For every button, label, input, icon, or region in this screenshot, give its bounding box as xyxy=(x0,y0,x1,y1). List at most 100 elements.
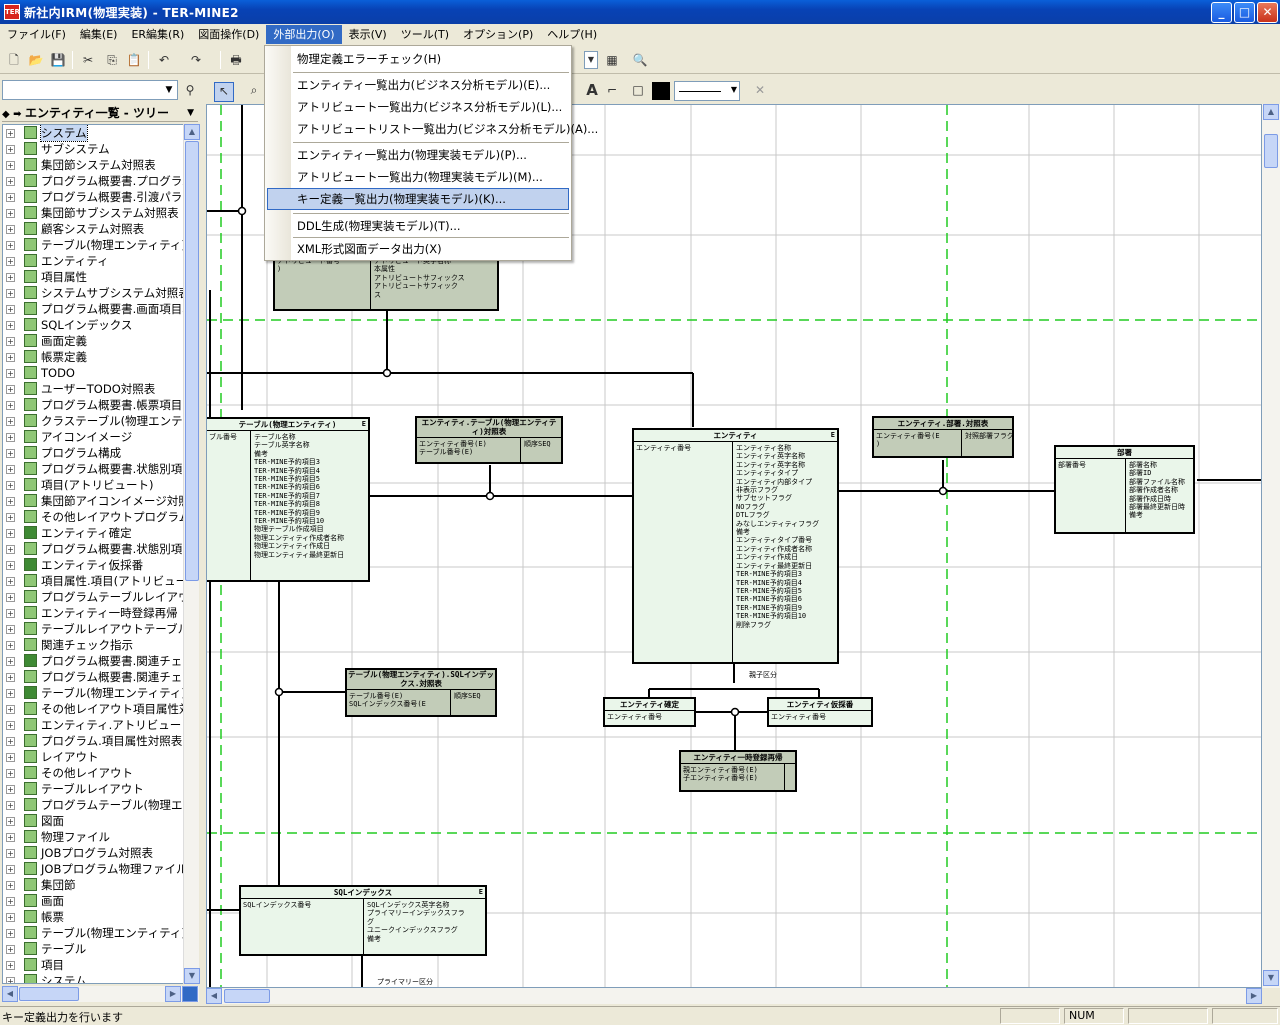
scroll-down-icon[interactable]: ▼ xyxy=(1263,970,1279,986)
tree-item[interactable]: +アイコンイメージ xyxy=(3,429,183,445)
tree-item[interactable]: +エンティティ.アトリビュート対照表 xyxy=(3,717,183,733)
expand-icon[interactable]: + xyxy=(6,961,15,970)
scroll-thumb[interactable] xyxy=(1264,134,1278,168)
tree-item[interactable]: +エンティティ確定 xyxy=(3,525,183,541)
scroll-thumb[interactable] xyxy=(224,989,270,1003)
chevron-down-icon[interactable]: ▼ xyxy=(730,85,737,94)
expand-icon[interactable]: + xyxy=(6,257,15,266)
expand-icon[interactable]: + xyxy=(6,897,15,906)
expand-icon[interactable]: + xyxy=(6,449,15,458)
tree-item[interactable]: +集団節 xyxy=(3,877,183,893)
scroll-up-icon[interactable]: ▲ xyxy=(1263,104,1279,120)
tree-item[interactable]: +その他レイアウトプログラム対照 xyxy=(3,509,183,525)
scroll-down-icon[interactable]: ▼ xyxy=(184,968,200,984)
zoom-icon[interactable]: ⌕ xyxy=(250,83,258,97)
close-button[interactable]: ✕ xyxy=(1257,2,1278,23)
menu-item-attribute-list-business[interactable]: アトリビュート一覧出力(ビジネス分析モデル)(L)... xyxy=(297,100,563,114)
tree-item[interactable]: +プログラム概要書.関連チェック対 xyxy=(3,653,183,669)
expand-icon[interactable]: + xyxy=(6,801,15,810)
tree-item[interactable]: +顧客システム対照表 xyxy=(3,221,183,237)
scroll-right-icon[interactable]: ▶ xyxy=(1246,988,1262,1004)
expand-icon[interactable]: + xyxy=(6,545,15,554)
menu-edit[interactable]: 編集(E) xyxy=(79,28,118,41)
expand-icon[interactable]: + xyxy=(6,177,15,186)
menu-item-attribute-list-physical[interactable]: アトリビュート一覧出力(物理実装モデル)(M)... xyxy=(297,170,543,184)
expand-icon[interactable]: + xyxy=(6,145,15,154)
new-file-icon[interactable]: 🗋 xyxy=(9,53,19,67)
expand-icon[interactable]: + xyxy=(6,625,15,634)
tree-item[interactable]: +テーブル xyxy=(3,941,183,957)
menu-help[interactable]: ヘルプ(H) xyxy=(547,28,598,41)
tree-item[interactable]: +テーブル(物理エンティティ)SQL xyxy=(3,925,183,941)
tree-item[interactable]: +物理ファイル xyxy=(3,829,183,845)
tree-item[interactable]: +プログラムテーブルレイアウト対 xyxy=(3,589,183,605)
tree-item[interactable]: +プログラムテーブル(物理エンテ xyxy=(3,797,183,813)
expand-icon[interactable]: + xyxy=(6,865,15,874)
expand-icon[interactable]: + xyxy=(6,769,15,778)
menu-export[interactable]: 外部出力(O) xyxy=(266,25,342,44)
menu-item-key-definition-physical[interactable]: キー定義一覧出力(物理実装モデル)(K)... xyxy=(267,188,569,210)
expand-icon[interactable]: + xyxy=(6,577,15,586)
entity-confirm[interactable]: エンティティ確定 エンティティ番号 xyxy=(603,697,696,727)
menu-file[interactable]: ファイル(F) xyxy=(7,28,66,41)
expand-icon[interactable]: + xyxy=(6,321,15,330)
connector-icon[interactable]: ⌐ xyxy=(606,83,618,97)
save-icon[interactable]: 💾 xyxy=(50,53,66,67)
tree-item[interactable]: +テーブルレイアウトテーブル(物 xyxy=(3,621,183,637)
expand-icon[interactable]: + xyxy=(6,689,15,698)
expand-icon[interactable]: + xyxy=(6,433,15,442)
scroll-right-icon[interactable]: ▶ xyxy=(165,986,181,1002)
tree-item[interactable]: +プログラム概要書.引渡パラメー xyxy=(3,189,183,205)
tree-item[interactable]: +TODO xyxy=(3,365,183,381)
expand-icon[interactable]: + xyxy=(6,737,15,746)
tree-item[interactable]: +項目 xyxy=(3,957,183,973)
tree-item[interactable]: +JOBプログラム物理ファイル対 xyxy=(3,861,183,877)
menu-item-physical-check[interactable]: 物理定義エラーチェック(H) xyxy=(297,52,442,66)
menu-view[interactable]: 表示(V) xyxy=(348,28,387,41)
color-swatch[interactable] xyxy=(652,82,670,100)
tree-item[interactable]: +集団節システム対照表 xyxy=(3,157,183,173)
expand-icon[interactable]: + xyxy=(6,593,15,602)
expand-icon[interactable]: + xyxy=(6,241,15,250)
text-tool-icon[interactable]: A xyxy=(586,81,598,99)
expand-icon[interactable]: + xyxy=(6,977,15,984)
chevron-down-icon[interactable]: ▼ xyxy=(187,108,194,118)
expand-icon[interactable]: + xyxy=(6,337,15,346)
expand-icon[interactable]: + xyxy=(6,369,15,378)
menu-tools[interactable]: ツール(T) xyxy=(400,28,450,41)
entity-dept-map[interactable]: エンティティ.部署.対照表 エンティティ番号(E ) 対照部署フラグ xyxy=(872,416,1014,458)
tree-item[interactable]: +画面 xyxy=(3,893,183,909)
tree-item[interactable]: +プログラム概要書.プログラムアク xyxy=(3,173,183,189)
entity-temp[interactable]: エンティティ仮採番 エンティティ番号 xyxy=(767,697,873,727)
tree-item[interactable]: +プログラム概要書.帳票項目印 xyxy=(3,397,183,413)
menu-options[interactable]: オプション(P) xyxy=(463,28,534,41)
tree-item[interactable]: +プログラム概要書.状態別項目 xyxy=(3,541,183,557)
expand-icon[interactable]: + xyxy=(6,129,15,138)
tree-item[interactable]: +システム xyxy=(3,125,183,142)
paste-icon[interactable]: 📋 xyxy=(126,53,142,67)
menu-diagram[interactable]: 図面操作(D) xyxy=(198,28,260,41)
tree-item[interactable]: +プログラム.項目属性対照表 xyxy=(3,733,183,749)
expand-icon[interactable]: + xyxy=(6,817,15,826)
expand-icon[interactable]: + xyxy=(6,561,15,570)
tree-item[interactable]: +JOBプログラム対照表 xyxy=(3,845,183,861)
nav-arrows-icon[interactable]: ◆ ➡ xyxy=(2,109,26,120)
entity-table-sql-map[interactable]: テーブル(物理エンティティ).SQLインデックス.対照表 テーブル番号(E) S… xyxy=(345,668,497,717)
menu-item-entity-list-physical[interactable]: エンティティ一覧出力(物理実装モデル)(P)... xyxy=(297,148,527,162)
tree-item[interactable]: +項目属性 xyxy=(3,269,183,285)
undo-icon[interactable]: ↶ xyxy=(158,53,170,67)
expand-icon[interactable]: + xyxy=(6,721,15,730)
binoculars-icon[interactable]: ⚲ xyxy=(185,83,195,97)
expand-icon[interactable]: + xyxy=(6,225,15,234)
tree-item[interactable]: +システム xyxy=(3,973,183,984)
expand-icon[interactable]: + xyxy=(6,529,15,538)
chevron-down-icon[interactable]: ▼ xyxy=(165,85,173,95)
expand-icon[interactable]: + xyxy=(6,417,15,426)
entity-dept[interactable]: 部署 部署番号 部署名称 部署ID 部署ファイル名称 部署作成者名称 部署作成日… xyxy=(1054,445,1195,534)
expand-icon[interactable]: + xyxy=(6,673,15,682)
tree-item[interactable]: +エンティティ仮採番 xyxy=(3,557,183,573)
tree-item[interactable]: +テーブル(物理エンティティ) xyxy=(3,237,183,253)
expand-icon[interactable]: + xyxy=(6,881,15,890)
